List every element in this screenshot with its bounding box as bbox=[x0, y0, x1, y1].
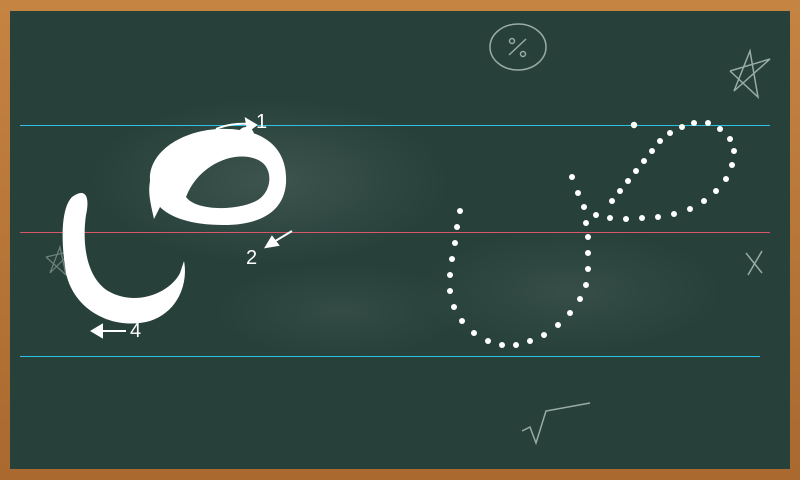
trace-dot[interactable] bbox=[679, 124, 685, 130]
trace-dot[interactable] bbox=[593, 212, 599, 218]
trace-dot[interactable] bbox=[617, 188, 623, 194]
trace-dot[interactable] bbox=[585, 250, 591, 256]
square-root-icon bbox=[521, 402, 591, 446]
trace-dot[interactable] bbox=[583, 282, 589, 288]
trace-dot[interactable] bbox=[527, 338, 533, 344]
trace-dot[interactable] bbox=[513, 342, 519, 348]
trace-dot[interactable] bbox=[569, 174, 575, 180]
stroke-number-3: 3 bbox=[178, 152, 190, 174]
trace-dot[interactable] bbox=[655, 214, 661, 220]
trace-dot[interactable] bbox=[625, 178, 631, 184]
trace-dot[interactable] bbox=[575, 190, 581, 196]
trace-dot[interactable] bbox=[667, 130, 673, 136]
trace-dot[interactable] bbox=[447, 272, 453, 278]
trace-dot[interactable] bbox=[485, 338, 491, 344]
model-letter bbox=[62, 127, 287, 324]
trace-dot[interactable] bbox=[555, 322, 561, 328]
trace-dot[interactable] bbox=[705, 120, 711, 126]
trace-dot-nuqta[interactable] bbox=[630, 121, 638, 129]
trace-dot[interactable] bbox=[609, 198, 615, 204]
chalkboard: 1 2 3 4 bbox=[10, 11, 790, 469]
trace-dot[interactable] bbox=[691, 120, 697, 126]
stroke-number-2: 2 bbox=[246, 247, 258, 269]
arrow-down-icon bbox=[168, 155, 184, 187]
trace-dot[interactable] bbox=[633, 168, 639, 174]
middle-guide-line bbox=[20, 232, 770, 233]
trace-dot[interactable] bbox=[717, 126, 723, 132]
trace-dot[interactable] bbox=[649, 148, 655, 154]
trace-dot[interactable] bbox=[723, 176, 729, 182]
trace-dot[interactable] bbox=[727, 136, 733, 142]
stroke-arrows bbox=[90, 117, 293, 339]
trace-dot[interactable] bbox=[687, 206, 693, 212]
trace-dot[interactable] bbox=[581, 204, 587, 210]
stroke-number-1: 1 bbox=[256, 111, 268, 133]
trace-dot[interactable] bbox=[583, 220, 589, 226]
stroke-number-4: 4 bbox=[130, 320, 142, 342]
trace-dot[interactable] bbox=[585, 234, 591, 240]
bottom-guide-line bbox=[20, 356, 760, 357]
trace-dot[interactable] bbox=[729, 162, 735, 168]
trace-dot[interactable] bbox=[607, 215, 613, 221]
trace-dot[interactable] bbox=[577, 296, 583, 302]
trace-dot[interactable] bbox=[639, 215, 645, 221]
arrow-left-icon bbox=[90, 323, 126, 339]
trace-dot[interactable] bbox=[454, 224, 460, 230]
trace-dot[interactable] bbox=[731, 148, 737, 154]
trace-dot[interactable] bbox=[451, 304, 457, 310]
cross-icon bbox=[745, 250, 763, 276]
trace-dot[interactable] bbox=[671, 211, 677, 217]
trace-dot[interactable] bbox=[701, 198, 707, 204]
arrow-right-icon bbox=[215, 117, 258, 133]
trace-dot[interactable] bbox=[452, 240, 458, 246]
percent-icon bbox=[489, 23, 547, 71]
doodles-layer bbox=[45, 23, 771, 446]
top-guide-line bbox=[20, 125, 770, 126]
trace-dot[interactable] bbox=[447, 288, 453, 294]
trace-dot[interactable] bbox=[641, 158, 647, 164]
arrow-down-left-icon bbox=[264, 230, 293, 249]
trace-dot[interactable] bbox=[567, 310, 573, 316]
trace-dot[interactable] bbox=[457, 208, 463, 214]
trace-dot[interactable] bbox=[499, 342, 505, 348]
trace-dot[interactable] bbox=[657, 138, 663, 144]
tracing-template[interactable] bbox=[10, 11, 790, 469]
trace-dot[interactable] bbox=[449, 256, 455, 262]
trace-dot[interactable] bbox=[471, 330, 477, 336]
letter-dad-solid bbox=[62, 127, 287, 324]
trace-dot[interactable] bbox=[459, 318, 465, 324]
trace-dot[interactable] bbox=[541, 332, 547, 338]
trace-dot[interactable] bbox=[585, 266, 591, 272]
trace-dot[interactable] bbox=[713, 188, 719, 194]
trace-dot[interactable] bbox=[623, 216, 629, 222]
star-icon bbox=[729, 48, 771, 100]
